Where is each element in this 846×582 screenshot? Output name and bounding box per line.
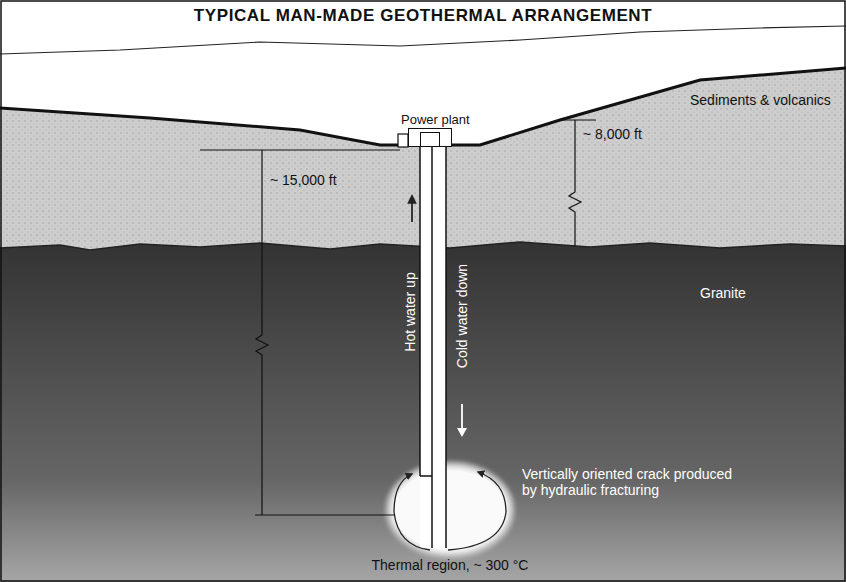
dimension-tick [200, 150, 400, 151]
flow-arrow [448, 472, 506, 550]
flow-arrow [394, 474, 430, 550]
power-plant-inner [420, 132, 440, 146]
down-arrow [461, 404, 463, 430]
up-arrow [411, 196, 413, 222]
fracture-crack-core [394, 470, 506, 550]
flow-label: Hot water up [402, 272, 418, 351]
dimension-label: ~ 8,000 ft [583, 126, 642, 142]
flow-label: Cold water down [454, 264, 470, 368]
dimension-label: ~ 15,000 ft [270, 172, 337, 188]
power-plant-box: Power plant [408, 128, 452, 147]
hot-pipe-intake [420, 475, 432, 477]
well-pipes [420, 146, 446, 548]
terrain-outline [0, 26, 846, 54]
dimension-tick [255, 515, 395, 516]
cold-pipe-wall [445, 146, 447, 548]
down-arrow-head [457, 428, 467, 437]
cold-pipe-wall [431, 476, 433, 548]
power-plant-annex [398, 134, 408, 147]
sediment-layer [0, 68, 846, 582]
layer-label: Sediments & volcanics [690, 92, 831, 108]
hot-pipe-wall [419, 146, 421, 476]
dimension-line [569, 120, 581, 246]
region-label: Thermal region, ~ 300 °C [372, 557, 529, 573]
crack-label: Vertically oriented crack produced by hy… [522, 466, 737, 498]
dimension-tick [560, 120, 596, 121]
diagram-title: TYPICAL MAN-MADE GEOTHERMAL ARRANGEMENT [0, 6, 846, 26]
layer-label: Granite [700, 285, 746, 301]
fracture-crack [388, 464, 512, 556]
node-label: Power plant [401, 112, 470, 127]
pipe-divider [431, 146, 433, 476]
dimension-line [256, 150, 268, 515]
